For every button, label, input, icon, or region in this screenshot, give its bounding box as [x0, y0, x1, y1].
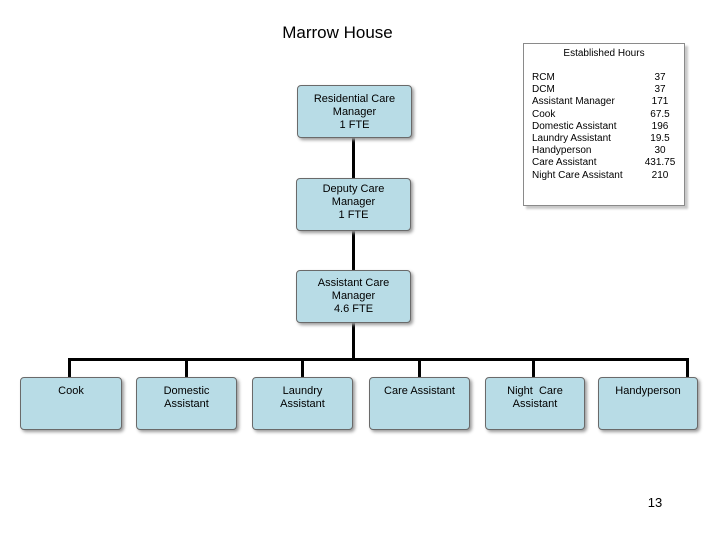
connector-line — [418, 358, 421, 378]
staff-node-night-care-assistant: Night Care Assistant — [485, 377, 585, 430]
hours-row: Night Care Assistant 210 — [532, 170, 684, 182]
hours-role: Cook — [532, 108, 556, 120]
staff-node-handyperson: Handyperson — [598, 377, 698, 430]
hours-value: 37 — [654, 72, 666, 83]
node-label-line: Assistant — [280, 398, 325, 410]
staff-node-cook: Cook — [20, 377, 122, 430]
node-label-line: Cook — [58, 385, 84, 397]
node-label-line: Night Care — [507, 385, 563, 397]
node-label-line: Residential Care — [313, 93, 396, 105]
node-label-line: Manager — [331, 196, 376, 208]
hours-row: Care Assistant 431.75 — [532, 157, 684, 169]
connector-line — [185, 358, 188, 378]
hours-role: Laundry Assistant — [532, 133, 611, 145]
hours-role: RCM — [532, 72, 555, 83]
hours-role: Assistant Manager — [532, 96, 615, 108]
node-label-line: Assistant — [512, 398, 558, 410]
residential-care-manager-node: Residential Care Manager 1 FTE — [297, 85, 412, 138]
node-label-line: 1 FTE — [339, 119, 370, 131]
hours-role: Handyperson — [532, 145, 592, 157]
connector-line — [352, 137, 355, 360]
hours-row: Laundry Assistant 19.5 — [532, 133, 684, 145]
hours-row: RCM 37 — [532, 72, 684, 84]
assistant-care-manager-node: Assistant Care Manager 4.6 FTE — [296, 270, 411, 323]
established-hours-box: Established Hours RCM 37 DCM 37 Assistant … — [523, 43, 685, 206]
node-label-line: 4.6 FTE — [333, 303, 374, 315]
staff-node-care-assistant: Care Assistant — [369, 377, 470, 430]
page-number: 13 — [647, 495, 663, 510]
node-label-line: Laundry — [282, 385, 323, 397]
node-label-line: Deputy Care — [322, 183, 385, 195]
hours-row: Domestic Assistant 196 — [532, 121, 684, 133]
connector-line — [532, 358, 535, 378]
node-label-line: Domestic — [163, 385, 210, 397]
established-hours-heading: Established Hours — [563, 48, 645, 59]
hours-row: Cook 67.5 — [532, 109, 684, 121]
hours-value: 171 — [651, 96, 669, 108]
established-hours-list: RCM 37 DCM 37 Assistant Manager 171 Cook 67.… — [532, 72, 684, 182]
node-label-line: Assistant — [164, 398, 209, 410]
connector-line — [301, 358, 304, 378]
staff-node-domestic-assistant: Domestic Assistant — [136, 377, 237, 430]
connector-line — [686, 358, 689, 378]
hours-value: 196 — [651, 120, 669, 132]
hours-role: Care Assistant — [532, 157, 597, 169]
hours-value: 19.5 — [650, 133, 670, 145]
deputy-care-manager-node: Deputy Care Manager 1 FTE — [296, 178, 411, 231]
staff-node-laundry-assistant: Laundry Assistant — [252, 377, 353, 430]
node-label-line: Assistant Care — [317, 277, 390, 289]
hours-value: 67.5 — [650, 108, 670, 120]
hours-row: DCM 37 — [532, 84, 684, 96]
hours-value: 30 — [654, 145, 666, 157]
hours-role: Domestic Assistant — [532, 120, 617, 132]
connector-line — [68, 358, 689, 361]
hours-row: Handyperson 30 — [532, 145, 684, 157]
hours-role: Night Care Assistant — [532, 169, 623, 181]
node-label-line: 1 FTE — [338, 209, 369, 221]
node-label-line: Manager — [332, 106, 377, 118]
node-label-line: Care Assistant — [384, 385, 455, 397]
hours-row: Assistant Manager 171 — [532, 96, 684, 108]
connector-line — [68, 358, 71, 378]
node-label-line: Manager — [331, 290, 376, 302]
hours-value: 37 — [654, 84, 666, 96]
hours-role: DCM — [532, 84, 555, 96]
node-label-line: Handyperson — [615, 385, 681, 397]
page-title: Marrow House — [282, 23, 393, 42]
hours-value: 431.75 — [644, 157, 676, 169]
hours-value: 210 — [651, 169, 669, 181]
